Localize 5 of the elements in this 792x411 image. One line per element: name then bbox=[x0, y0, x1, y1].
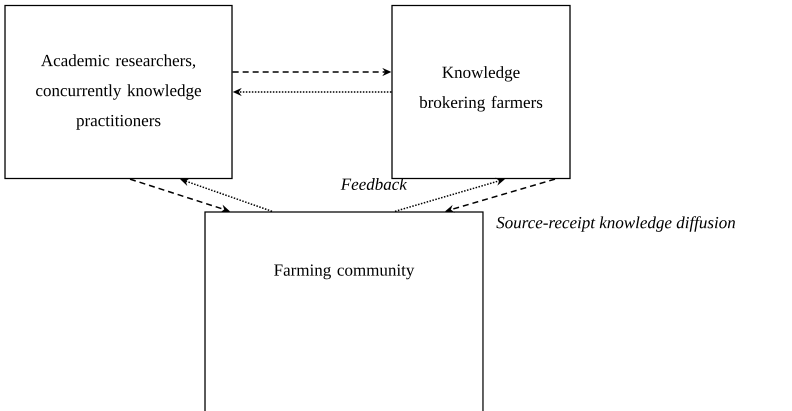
box: Farming community bbox=[204, 211, 484, 411]
box: Academic researchers, concurrently knowledge practitioners bbox=[4, 4, 233, 180]
edge-label: Feedback bbox=[340, 178, 408, 190]
edge-label: Source-receipt knowledge diffusion bbox=[496, 216, 736, 232]
box: Knowledge brokering farmers bbox=[391, 4, 571, 180]
